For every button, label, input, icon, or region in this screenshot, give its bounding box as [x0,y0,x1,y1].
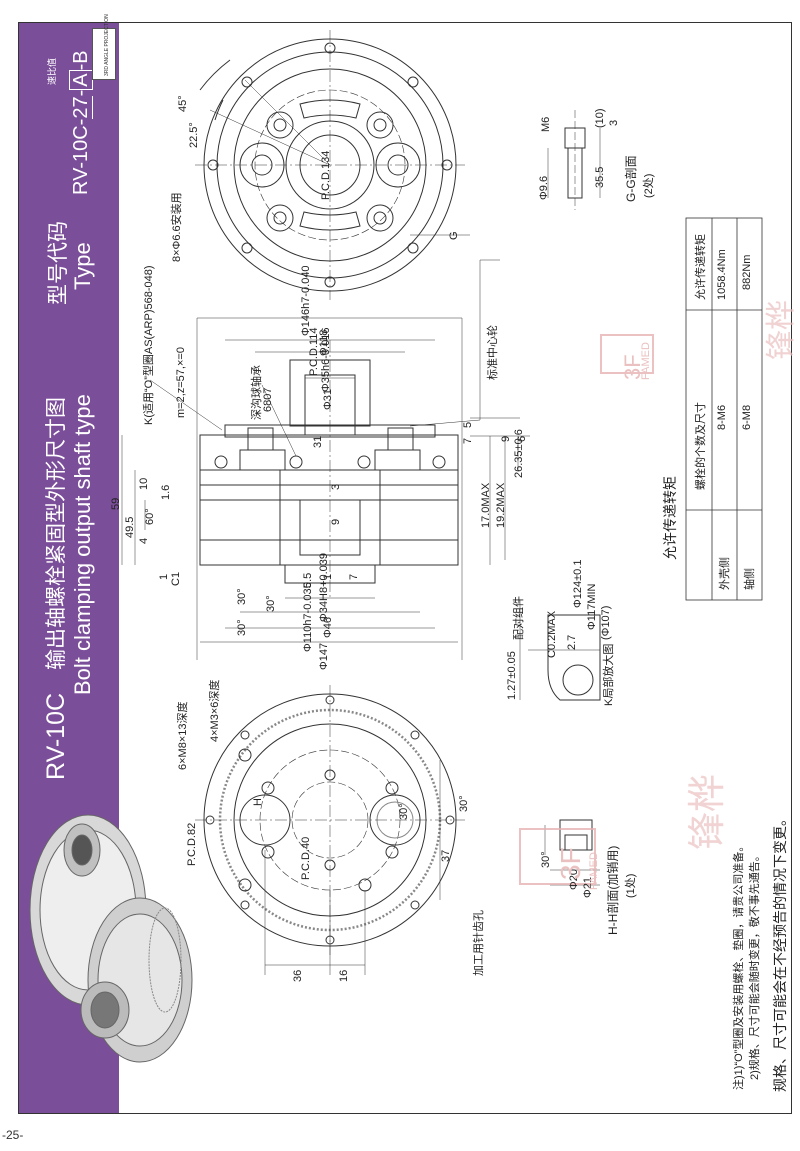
dim-60deg: 60° [144,508,156,525]
dim-7: 7 [462,437,474,444]
b-pcd82: P.C.D.82 [186,822,198,866]
dim-c1: C1 [170,571,182,586]
projection-symbol [92,28,116,80]
page-number: -25- [2,1128,24,1142]
table-cell-housing-torque: 1058.4Nm [716,249,728,300]
dim-1-6: 1.6 [160,484,172,500]
dim-30b: 30° [265,595,277,612]
g-10: (10) [594,108,606,128]
watermark-logo-2: 3F [555,847,586,880]
note-line-1: 注)1)“O”型圈及安装用螺栓、垫圈，请贵公司准备。 [733,840,745,1090]
dim-146: Φ146h7-0.040 [300,265,312,336]
k-117: Φ117MIN [586,583,598,630]
b-30deg: 30° [458,795,470,812]
g-3: 3 [608,119,620,126]
dim-9: 9 [330,518,342,525]
dim-30a: 30° [236,588,248,605]
dim-3: 3 [330,483,342,490]
k-detail-label: K局部放大图 [603,643,615,706]
torque-table-title: 允许传递转矩 [662,476,678,560]
watermark-brand-2: 锋桦 [687,773,729,850]
watermark-brand: 锋桦 [765,300,798,360]
dim-pcd134: P.C.D.134 [320,150,332,200]
k-124: Φ124±0.1 [572,559,584,608]
gear-spec: m=2,z=57,×=0 [175,347,187,418]
dim-35h6: Φ35h6-0.016 [320,327,332,392]
k-2-7: 2.7 [566,634,578,650]
drawing-frame [18,22,792,1114]
dim-17max: 17.0MAX [480,482,492,528]
table-row-housing: 外壳侧 [719,557,731,590]
dim-147: Φ147 [318,642,330,670]
table-header-torque: 允许传递转矩 [695,234,707,300]
dim-10: 10 [138,477,150,490]
h-section-label: H-H剖面(加销用) [606,845,620,935]
dim-31v: 31 [312,435,324,448]
dim-110: Φ110h7-0.035 [302,582,314,652]
h-30: 30° [540,851,552,868]
g-35-5: 35.5 [594,166,606,188]
dim-22-5: 22.5° [188,122,200,148]
k-c0-2: C0.2MAX [546,610,558,658]
dim-4: 4 [138,537,150,544]
g-count: (2处) [643,173,655,198]
watermark-en-2: FAMED [588,852,600,890]
dim-8xhole: 8×Φ6.6安装用 [171,192,183,262]
watermark-logo: 3F [620,354,645,380]
dim-6: 6 [516,435,528,442]
b-37: 37 [440,849,452,862]
dim-9b: 9 [500,435,512,442]
k-assembly: 配对组件 [513,596,525,640]
dim-pcd114: P.C.D.114 [308,327,320,376]
dim-19-2max: 19.2MAX [495,482,507,528]
table-cell-housing-bolt: 8-M6 [716,404,728,430]
b-30b: 30° [398,803,410,820]
k-oring-note: K(适用“O”型圈AS(ARP)568-048) [143,265,155,425]
dim-5: 5 [462,421,474,428]
h-mark: H [252,798,264,806]
table-row-shaft: 轴侧 [744,568,756,590]
b-4xm3: 4×M3×6深度 [209,679,221,742]
b-36: 36 [292,969,304,982]
bearing-number: 6807 [262,387,274,412]
dim-1: 1 [158,573,170,580]
g-mark: G [448,231,460,240]
table-cell-shaft-torque: 882Nm [741,254,753,290]
b-pin-hole: 加工用针齿孔 [473,910,485,976]
table-header-bolt: 螺栓的个数及尺寸 [695,402,707,490]
note-line-2: 2)规格、尺寸可能会随时变更，敬不事先通告。 [749,850,761,1080]
h-count: (1处) [625,873,637,898]
b-16: 16 [338,969,350,982]
k-107: (Φ107) [600,605,612,640]
center-gear: 标准中心轮 [487,325,499,380]
footer-note: 规格、尺寸可能会在不经预告的情况下变更。 [772,812,788,1092]
table-cell-shaft-bolt: 6-M8 [741,404,753,430]
g-9-6: Φ9.6 [538,175,550,200]
watermark [519,334,654,885]
dim-34h8: Φ34H8+0.039 [318,552,330,622]
dim-31: Φ31 [322,388,334,410]
g-m6: M6 [540,116,552,132]
dim-49-5: 49.5 [124,516,136,538]
g-section-label: G-G剖面 [624,155,638,202]
b-6xm8: 6×M8×13深度 [177,701,189,770]
dim-46: Φ46 [322,616,334,638]
product-photo [29,814,193,1063]
dim-7b: 7 [348,573,360,580]
dim-30c: 30° [236,619,248,636]
dim-59: 59 [110,497,122,510]
dim-45: 45° [177,95,189,112]
b-pcd40: P.C.D.40 [300,836,312,880]
k-1-27: 1.27±0.05 [506,651,518,700]
